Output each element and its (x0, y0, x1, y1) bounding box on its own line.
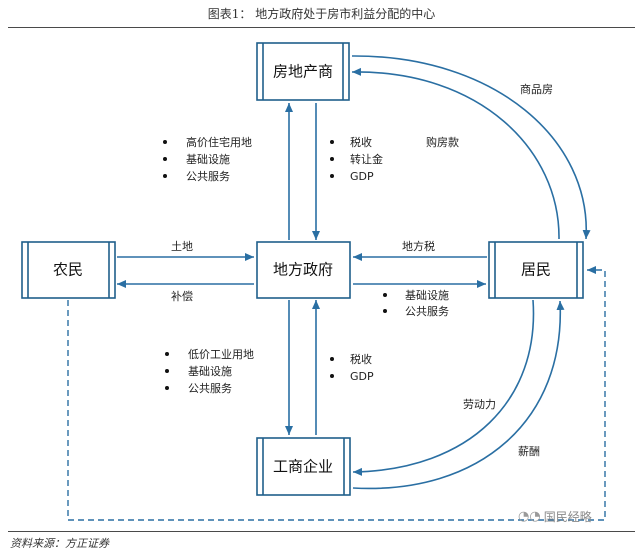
node-farmers-label: 农民 (53, 261, 83, 279)
arrow-res-to-ent (352, 299, 535, 476)
label-gov-to-res-item: 基础设施 (405, 289, 449, 302)
node-residents: 居民 (488, 241, 584, 299)
label-res-to-re: 购房款 (426, 135, 459, 149)
label-gov-to-res: 基础设施 公共服务 (383, 289, 449, 318)
node-local-gov: 地方政府 (256, 241, 351, 299)
node-local-gov-label: 地方政府 (273, 261, 333, 279)
label-gov-to-re-item: 公共服务 (186, 170, 230, 183)
node-real-estate-label: 房地产商 (273, 63, 333, 81)
node-enterprise: 工商企业 (256, 437, 351, 496)
node-real-estate: 房地产商 (256, 42, 350, 101)
label-ent-to-gov: 税收 GDP (330, 352, 374, 383)
label-re-to-res: 商品房 (520, 82, 553, 96)
watermark-text: 国民经略 (543, 510, 592, 524)
label-gov-to-ent-item: 公共服务 (188, 382, 232, 395)
node-farmers: 农民 (21, 241, 116, 299)
arrow-re-to-res (351, 55, 591, 240)
watermark: ◔◔ 国民经略 (518, 508, 592, 525)
label-res-to-ent: 劳动力 (463, 398, 496, 411)
label-gov-to-ent-item: 低价工业用地 (188, 348, 254, 361)
label-gov-to-ent: 低价工业用地 基础设施 公共服务 (165, 348, 254, 395)
label-gov-to-ent-item: 基础设施 (188, 365, 232, 378)
source-note: 资料来源：方正证券 (10, 537, 109, 550)
title-divider (8, 27, 635, 28)
arrow-ent-to-res (352, 300, 565, 490)
figure-title: 图表1： 地方政府处于房市利益分配的中心 (207, 7, 436, 21)
footer-divider (8, 531, 635, 532)
label-res-to-gov: 地方税 (402, 239, 435, 253)
label-ent-to-res: 薪酬 (518, 445, 540, 458)
arrow-farm-to-res-dashed (67, 266, 606, 521)
node-residents-label: 居民 (521, 261, 551, 279)
label-farm-to-gov: 土地 (171, 240, 193, 253)
label-ent-to-gov-item: 税收 (350, 352, 372, 366)
label-re-to-gov: 税收 转让金 GDP (330, 135, 383, 183)
label-gov-to-res-item: 公共服务 (405, 305, 449, 318)
arrow-res-to-re (351, 67, 560, 240)
label-re-to-gov-item: GDP (350, 170, 374, 183)
label-re-to-gov-item: 税收 (350, 135, 372, 149)
label-gov-to-farm: 补偿 (171, 289, 193, 303)
label-gov-to-re-item: 高价住宅用地 (186, 135, 252, 149)
label-re-to-gov-item: 转让金 (350, 152, 383, 166)
label-gov-to-re: 高价住宅用地 基础设施 公共服务 (163, 135, 252, 183)
label-gov-to-re-item: 基础设施 (186, 153, 230, 166)
wechat-icon: ◔◔ (518, 509, 541, 524)
node-enterprise-label: 工商企业 (273, 458, 333, 476)
label-ent-to-gov-item: GDP (350, 370, 374, 383)
